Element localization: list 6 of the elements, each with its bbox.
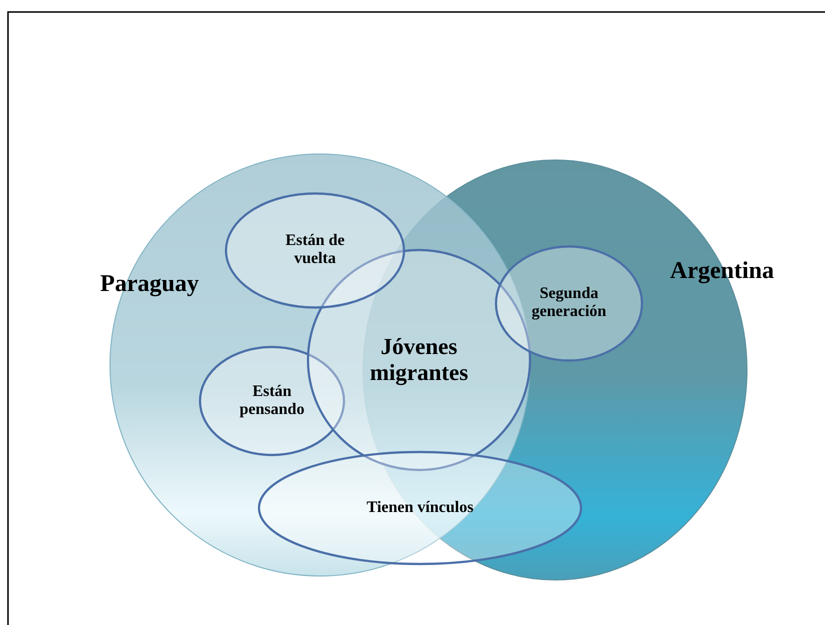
circle-label: Paraguay [99, 271, 200, 299]
ellipse-label: Jóvenes migrantes [368, 334, 470, 386]
ellipse-label: Tienen vínculos [366, 499, 474, 518]
ellipse-label: Están de vuelta [284, 232, 346, 269]
ellipse-label: Están pensando [238, 382, 306, 420]
ellipse-label: Segunda generación [530, 285, 608, 322]
